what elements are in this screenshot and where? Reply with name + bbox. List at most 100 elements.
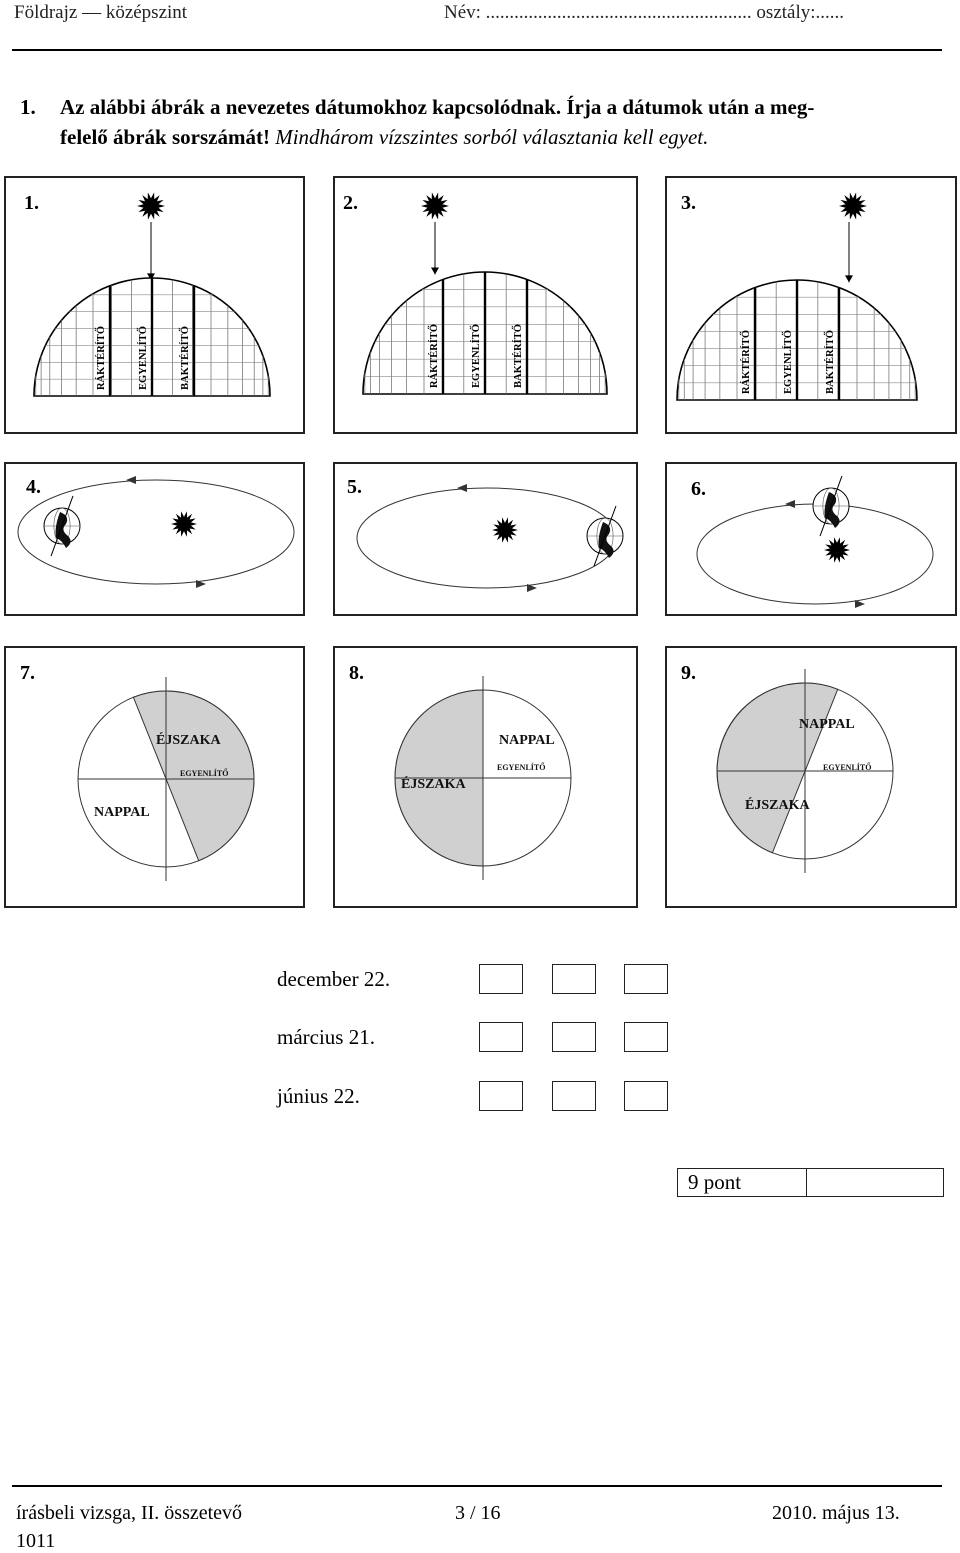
sun-icon: [824, 537, 850, 563]
equator-label: EGYENLÍTŐ: [823, 762, 871, 772]
answer-box-december-2[interactable]: [552, 964, 596, 994]
header-name-field: Név: ...................................…: [444, 2, 845, 23]
footer-code: 1011: [16, 1530, 56, 1552]
illustration: RÁKTÉRÍTŐ EGYENLÍTŐ BAKTÉRÍTŐ: [33, 192, 271, 397]
panel-label: 1.: [24, 192, 39, 214]
answer-box-june-2[interactable]: [552, 1081, 596, 1111]
answer-box-december-3[interactable]: [624, 964, 668, 994]
answer-date-december: december 22.: [277, 967, 391, 991]
day-label: NAPPAL: [799, 717, 855, 732]
tropic-of-cancer-label: RÁKTÉRÍTŐ: [95, 326, 107, 390]
earth-globe-icon: [812, 475, 850, 537]
earth-continent: [824, 492, 840, 528]
panel-label: 6.: [691, 478, 706, 500]
sun-ray-arrow: [431, 267, 439, 275]
panel-label: 4.: [26, 476, 41, 498]
earth-continent: [598, 522, 614, 558]
question-line-2-bold: felelő ábrák sorszámát!: [60, 125, 270, 149]
earth-continent: [55, 512, 71, 548]
panel-label: 8.: [349, 662, 364, 684]
earth-globe-icon: [586, 505, 624, 567]
orbit-arrow-bottom: [855, 600, 865, 608]
answer-box-june-1[interactable]: [479, 1081, 523, 1111]
day-label: NAPPAL: [499, 733, 555, 748]
orbit-arrow-top: [457, 484, 467, 492]
earth-axis: [50, 495, 74, 557]
sun-icon: [137, 192, 165, 220]
answer-box-march-3[interactable]: [624, 1022, 668, 1052]
illustration: RÁKTÉRÍTŐ EGYENLÍTŐ BAKTÉRÍTŐ: [362, 192, 608, 395]
question-line-2: felelő ábrák sorszámát! Mindhárom vízszi…: [60, 122, 708, 152]
panel-label: 5.: [347, 476, 362, 498]
sun-icon: [492, 517, 518, 543]
answer-box-december-1[interactable]: [479, 964, 523, 994]
illustration: [356, 484, 624, 592]
score-box: 9 pont: [677, 1168, 944, 1197]
night-shade: [132, 690, 255, 862]
illustration: NAPPAL EGYENLÍTŐ ÉJSZAKA: [716, 669, 894, 873]
sun-icon: [839, 192, 867, 220]
panel-8-day-night-disc: NAPPAL EGYENLÍTŐ ÉJSZAKA 8.: [333, 646, 638, 908]
panel-2-sun-over-globe: RÁKTÉRÍTŐ EGYENLÍTŐ BAKTÉRÍTŐ 2.: [333, 176, 638, 434]
sun-core: [499, 524, 511, 536]
footer-exam-name: írásbeli vizsga, II. összetevő: [16, 1502, 243, 1524]
day-label: NAPPAL: [94, 805, 150, 820]
illustration: [17, 476, 295, 588]
earth-axis: [819, 475, 843, 537]
equator-label: EGYENLÍTŐ: [782, 330, 794, 394]
earth-axis: [593, 505, 617, 567]
question-line-1: Az alábbi ábrák a nevezetes dátumokhoz k…: [60, 95, 815, 119]
earth-globe-icon: [43, 495, 81, 557]
panel-label: 3.: [681, 192, 696, 214]
answer-date-march: március 21.: [277, 1025, 375, 1049]
globe-hemisphere: RÁKTÉRÍTŐ EGYENLÍTŐ BAKTÉRÍTŐ: [362, 271, 608, 395]
sun-ray-arrow: [845, 275, 853, 283]
tropic-of-capricorn-label: BAKTÉRÍTŐ: [179, 326, 191, 390]
panel-label: 2.: [343, 192, 358, 214]
night-label: ÉJSZAKA: [401, 775, 466, 792]
orbit-ellipse: [696, 503, 934, 605]
equator-label: EGYENLÍTŐ: [137, 326, 149, 390]
answer-box-march-2[interactable]: [552, 1022, 596, 1052]
sun-core: [428, 199, 442, 213]
sun-icon: [421, 192, 449, 220]
question-line-2-italic: Mindhárom vízszintes sorból választania …: [275, 125, 709, 149]
tropic-of-cancer-label: RÁKTÉRÍTŐ: [428, 324, 440, 388]
header-subject: Földrajz — középszint: [14, 2, 188, 23]
panel-9-day-night-disc: NAPPAL EGYENLÍTŐ ÉJSZAKA 9.: [665, 646, 957, 908]
panel-label: 9.: [681, 662, 696, 684]
sun-core: [178, 518, 190, 530]
sun-core: [846, 199, 860, 213]
orbit-arrow-bottom: [196, 580, 206, 588]
answer-box-june-3[interactable]: [624, 1081, 668, 1111]
panel-1-sun-over-globe: RÁKTÉRÍTŐ EGYENLÍTŐ BAKTÉRÍTŐ 1.: [4, 176, 305, 434]
equator-label: EGYENLÍTŐ: [180, 768, 228, 778]
night-shade: [716, 682, 839, 854]
answer-date-june: június 22.: [277, 1084, 360, 1108]
illustration: NAPPAL EGYENLÍTŐ ÉJSZAKA: [394, 676, 572, 880]
equator-label: EGYENLÍTŐ: [470, 324, 482, 388]
panel-label: 7.: [20, 662, 35, 684]
score-label: 9 pont: [688, 1170, 742, 1194]
footer-rule: [12, 1485, 942, 1487]
answer-box-march-1[interactable]: [479, 1022, 523, 1052]
footer-date: 2010. május 13.: [772, 1502, 900, 1524]
score-entry-cell[interactable]: [806, 1169, 944, 1196]
globe-hemisphere: RÁKTÉRÍTŐ EGYENLÍTŐ BAKTÉRÍTŐ: [33, 277, 271, 397]
tropic-of-capricorn-label: BAKTÉRÍTŐ: [512, 324, 524, 388]
header-rule: [12, 49, 942, 51]
panel-5-earth-orbit: 5.: [333, 462, 638, 616]
night-label: ÉJSZAKA: [745, 796, 810, 813]
sun-core: [144, 199, 158, 213]
orbit-ellipse: [356, 487, 618, 589]
orbit-ellipse: [17, 479, 295, 585]
equator-label: EGYENLÍTŐ: [497, 762, 545, 772]
sun-icon: [171, 511, 197, 537]
tropic-of-capricorn-label: BAKTÉRÍTŐ: [824, 330, 836, 394]
panel-6-earth-orbit: 6.: [665, 462, 957, 616]
